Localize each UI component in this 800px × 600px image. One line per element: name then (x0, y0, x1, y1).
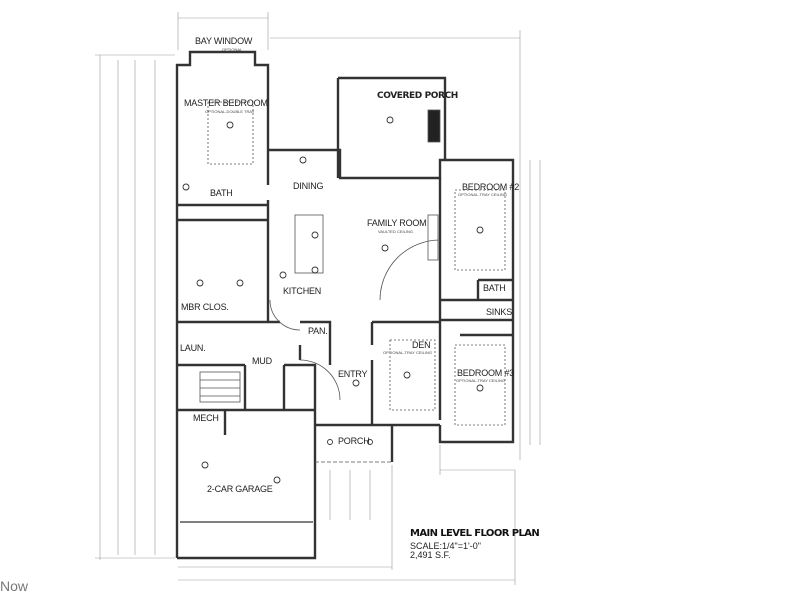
room-label-laundry: LAUN. (180, 343, 206, 353)
plan-scale: SCALE:1/4"=1'-0" (410, 541, 481, 551)
room-label-entry: ENTRY (338, 369, 368, 379)
plan-area: 2,491 S.F. (410, 550, 451, 560)
plan-title: MAIN LEVEL FLOOR PLAN (410, 528, 540, 539)
room-label-den: DEN (412, 340, 431, 350)
room-label-dining: DINING (293, 181, 324, 191)
room-label-mech: MECH (193, 413, 219, 423)
note-family-ceiling: VAULTED CEILING (378, 229, 413, 234)
fixtures (180, 101, 506, 523)
note-den-ceiling: OPTIONAL-TRAY CEILING (383, 350, 432, 355)
room-label-covered-porch: COVERED PORCH (377, 91, 458, 101)
note-bedroom2-ceiling: OPTIONAL-TRAY CEILING (458, 192, 507, 197)
dimension-lines (95, 12, 541, 585)
room-label-bay-window: BAY WINDOW (195, 36, 253, 46)
room-label-master-bath: BATH (210, 188, 233, 198)
room-label-porch: PORCH (338, 436, 370, 446)
room-label-bath-2: BATH (483, 283, 506, 293)
watermark-text: Now (0, 578, 29, 594)
note-bedroom3-ceiling: OPTIONAL-TRAY CEILING (456, 378, 505, 383)
room-label-family-room: FAMILY ROOM (367, 218, 427, 228)
room-label-bedroom-2: BEDROOM #2 (462, 182, 520, 192)
room-label-garage: 2-CAR GARAGE (207, 484, 273, 494)
room-label-kitchen: KITCHEN (283, 286, 322, 296)
note-bay-optional: OPTIONAL (222, 47, 243, 52)
room-label-master-bedroom: MASTER BEDROOM (184, 98, 268, 108)
room-label-bedroom-3: BEDROOM #3 (457, 368, 515, 378)
walls (175, 50, 515, 560)
room-label-mud: MUD (252, 356, 272, 366)
room-label-sinks: SINKS (486, 307, 513, 317)
light-fixtures (182, 116, 484, 484)
room-label-mbr-closet: MBR CLOS. (181, 302, 229, 312)
room-label-pantry: PAN. (308, 326, 328, 336)
note-master-ceiling: OPTIONAL-DOUBLE TRAY (205, 109, 255, 114)
